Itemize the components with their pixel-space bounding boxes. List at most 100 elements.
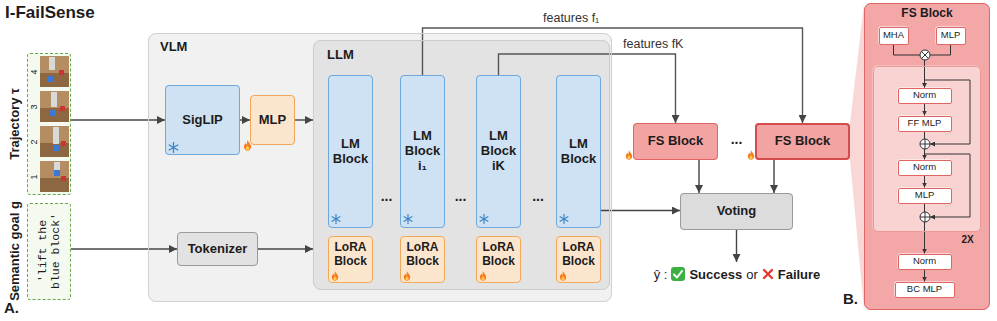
text-holder: 'lift the blue block' bbox=[35, 209, 61, 293]
node-label: MLP bbox=[915, 190, 935, 201]
output-arrow bbox=[736, 230, 737, 262]
output-text: Failure bbox=[778, 267, 821, 282]
box-fill bbox=[328, 75, 373, 228]
connector-arrow bbox=[71, 119, 165, 120]
output-text: or bbox=[746, 267, 758, 282]
box-fill bbox=[148, 33, 612, 302]
label-holder: B. bbox=[843, 290, 858, 307]
connector-arrow bbox=[924, 204, 925, 254]
head-box: BC MLP bbox=[895, 282, 955, 298]
lm-block: LM Blocki₁ bbox=[400, 75, 445, 228]
node-label: FS Block bbox=[865, 7, 989, 21]
box-fill bbox=[898, 88, 952, 104]
box-fill bbox=[313, 40, 610, 290]
vlm-panel: SigLIPMLPTokenizerLM BlockLM Blocki₁LM B… bbox=[148, 33, 612, 302]
connector-arrow bbox=[601, 210, 680, 211]
text-stack: Voting bbox=[681, 194, 792, 229]
lm-block: LM BlockiK bbox=[476, 75, 521, 228]
zoom-callout bbox=[850, 4, 864, 309]
lora-block: LoRA Block bbox=[400, 236, 445, 283]
goal-box: Semantic goal g'lift the blue block' bbox=[27, 203, 71, 300]
fs-block: FS Block bbox=[755, 123, 850, 160]
multiply-op bbox=[920, 50, 930, 60]
text-slot: Failure bbox=[778, 265, 821, 283]
connector-arrow bbox=[698, 160, 699, 193]
label-holder: 4 bbox=[30, 69, 39, 74]
node-label: BC MLP bbox=[907, 284, 942, 295]
text-holder: FS Block bbox=[865, 7, 989, 21]
box-fill bbox=[936, 27, 966, 45]
text-stack: BC MLP bbox=[896, 283, 954, 297]
lora-block: LoRA Block bbox=[476, 236, 521, 283]
norm-box: Norm bbox=[898, 88, 952, 104]
label-holder: 2 bbox=[30, 139, 39, 144]
mlp-box: MLP bbox=[936, 27, 966, 45]
frozen-icon bbox=[404, 215, 412, 224]
node-label: LoRA Block bbox=[329, 241, 372, 269]
text-slot: or bbox=[746, 265, 758, 283]
box-fill bbox=[898, 116, 952, 132]
node-label: VLM bbox=[160, 40, 187, 55]
box-fill bbox=[633, 123, 718, 160]
box-fill bbox=[680, 193, 793, 230]
box-fill bbox=[556, 75, 601, 228]
box-fill bbox=[27, 203, 71, 300]
node-label: Voting bbox=[717, 204, 756, 219]
node-sublabel: 'lift the blue block' bbox=[35, 209, 61, 293]
text-stack: FS Block bbox=[634, 124, 717, 159]
output-row: ŷ : Success or Failure bbox=[617, 264, 857, 284]
trajectory-panel: Trajectory τ bbox=[27, 53, 71, 195]
connector-arrow bbox=[295, 119, 313, 120]
label-holder: A. bbox=[4, 299, 19, 316]
frozen-icon bbox=[480, 215, 488, 224]
ellipsis: ... bbox=[381, 188, 393, 204]
edge-label: features fK bbox=[621, 37, 685, 51]
node-label: Norm bbox=[913, 90, 936, 101]
box-fill bbox=[879, 27, 909, 45]
add-op bbox=[920, 139, 930, 149]
mlp-box: MLP bbox=[898, 188, 952, 204]
box-fill bbox=[250, 95, 295, 145]
failure-icon bbox=[762, 268, 774, 280]
trainable-icon bbox=[332, 271, 338, 281]
label-holder: ... bbox=[381, 188, 393, 204]
node-label: MLP bbox=[941, 30, 961, 41]
text-slot: ŷ : bbox=[654, 265, 668, 283]
label-holder: 1 bbox=[30, 174, 39, 179]
node-label: 2X bbox=[962, 234, 974, 246]
connectors bbox=[71, 28, 951, 282]
box-fill bbox=[476, 236, 521, 283]
box-fill bbox=[873, 66, 981, 232]
node-label: MHA bbox=[883, 30, 904, 41]
node-label: FF MLP bbox=[908, 118, 942, 129]
text-stack: MLP bbox=[251, 96, 294, 144]
text-stack: MLP bbox=[937, 28, 965, 44]
node-label: LoRA Block bbox=[401, 241, 444, 269]
panel-letter: A. bbox=[4, 299, 19, 316]
trainable-icon bbox=[480, 271, 486, 281]
node-label: MLP bbox=[259, 113, 286, 128]
text-stack: LoRA Block bbox=[401, 237, 444, 272]
box-fill bbox=[400, 236, 445, 283]
box-fill bbox=[177, 232, 258, 266]
node-sublabel: iK bbox=[492, 159, 505, 174]
box-fill bbox=[895, 282, 955, 298]
fs-block: FS Block bbox=[633, 123, 718, 160]
title-holder: I-FailSense bbox=[5, 3, 95, 23]
node-sublabel: i₁ bbox=[418, 159, 427, 174]
ellipsis: ... bbox=[532, 188, 544, 204]
text-slot: Success bbox=[689, 265, 742, 283]
connector-arrow bbox=[924, 104, 925, 116]
text-holder: LLM bbox=[327, 48, 354, 63]
box-fill bbox=[898, 254, 952, 270]
node-label: LoRA Block bbox=[557, 241, 600, 269]
text-holder: 2X bbox=[962, 234, 974, 246]
node-label: FS Block bbox=[775, 134, 831, 149]
tokenizer-box: Tokenizer bbox=[177, 232, 258, 266]
projector-box: MLP bbox=[250, 95, 295, 145]
output-text: ŷ : bbox=[654, 267, 668, 282]
node-label: Norm bbox=[913, 256, 936, 267]
text-stack: Norm bbox=[899, 89, 951, 103]
node-label: LM Block bbox=[477, 129, 520, 159]
